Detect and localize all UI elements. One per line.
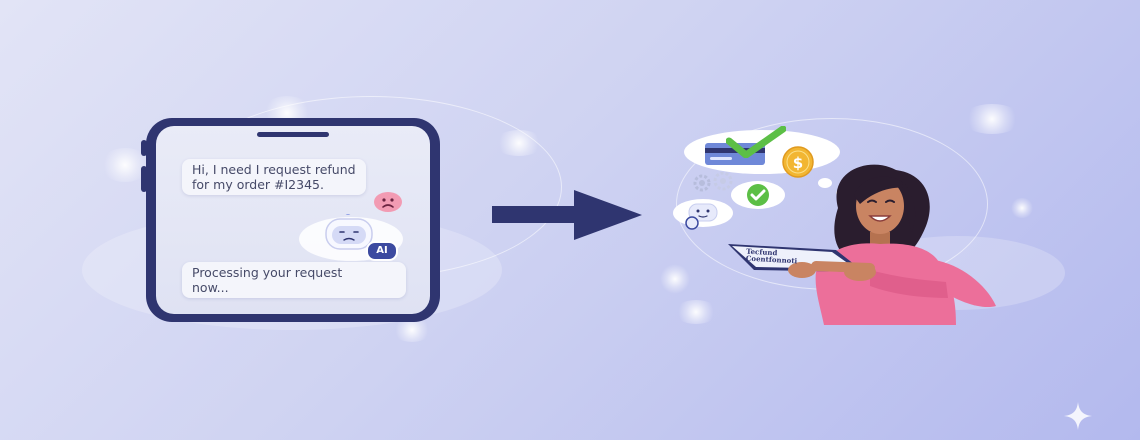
phone-side-button [141, 140, 147, 156]
sad-face-icon [374, 192, 402, 212]
glow-light [1010, 198, 1034, 218]
smartphone: Hi, I need I request refund for my order… [146, 118, 440, 322]
bot-reply-bubble: Processing your request now... [182, 262, 406, 298]
user-message-line: Hi, I need I request refund [192, 162, 356, 177]
svg-text:$: $ [793, 154, 803, 172]
tablet-text-line: Coentfonnoti [745, 253, 798, 266]
user-message-line: for my order #I2345. [192, 177, 324, 192]
success-badge-icon [731, 181, 785, 209]
bot-reply-line: now... [192, 280, 229, 295]
phone-side-button [141, 166, 147, 192]
support-agent-woman [728, 164, 996, 325]
bot-reply-line: Processing your request [192, 265, 343, 280]
tablet-screen-text: Tecfund Coentfonnoti [745, 247, 798, 266]
checkmark-icon [726, 126, 786, 158]
phone-screen: Hi, I need I request refund for my order… [156, 126, 430, 314]
phone-speaker [257, 132, 329, 137]
arrow-right-icon [492, 190, 642, 240]
gears-icon [693, 172, 733, 192]
glow-light [660, 264, 690, 294]
glow-light [674, 300, 718, 324]
user-message-bubble: Hi, I need I request refund for my order… [182, 159, 366, 195]
sparkle-icon [1064, 402, 1092, 430]
dollar-coin-icon: $ [782, 146, 814, 178]
ai-badge: AI [366, 241, 398, 261]
mini-chatbot-icon [685, 216, 699, 230]
glow-light [494, 130, 544, 156]
glow-light [392, 318, 432, 342]
thought-dot [818, 178, 832, 188]
glow-light [962, 104, 1022, 134]
